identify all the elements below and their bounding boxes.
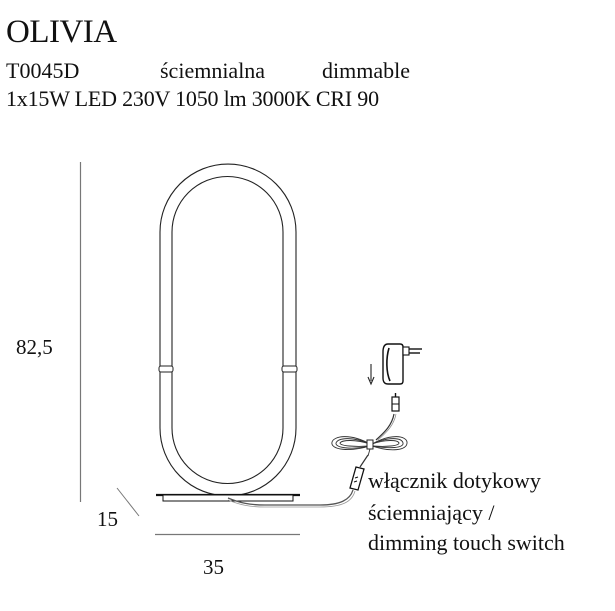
switch-label-line1: włącznik dotykowy (368, 468, 541, 493)
arrow-down-icon (367, 364, 375, 386)
cable-coil (331, 436, 408, 457)
lamp-loop-inner (171, 176, 284, 484)
power-cable (227, 489, 354, 506)
height-dimension-value: 82,5 (16, 335, 53, 359)
switch-label-line3: dimming touch switch (368, 530, 565, 555)
product-code: T0045D (6, 58, 80, 83)
switch-label-line2: ściemniający / (368, 500, 495, 525)
depth-dimension-line (116, 487, 140, 517)
lamp-loop-outer (159, 163, 297, 497)
width-dimension-value: 35 (203, 555, 224, 579)
power-adapter-icon (382, 343, 422, 385)
dimmable-label-pl: ściemnialna (160, 58, 266, 83)
product-name: OLIVIA (6, 14, 117, 50)
product-specs: 1x15W LED 230V 1050 lm 3000K CRI 90 (6, 86, 379, 111)
joint-ring-left (158, 365, 174, 373)
joint-ring-right (281, 365, 298, 373)
touch-switch (349, 466, 365, 491)
depth-dimension-value: 15 (97, 507, 118, 531)
dimmable-label-en: dimmable (322, 58, 410, 83)
dc-connector (391, 393, 400, 412)
